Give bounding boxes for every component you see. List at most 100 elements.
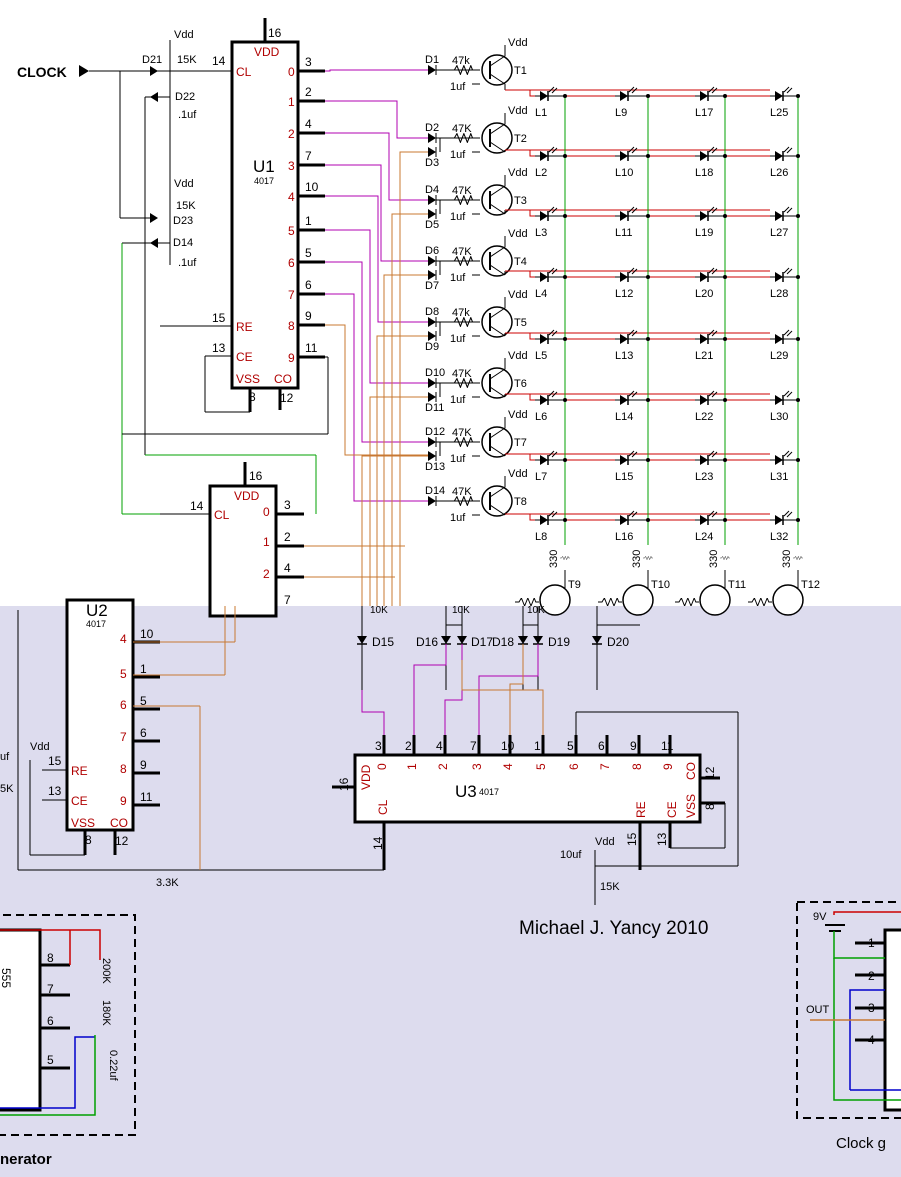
u1-chip: 16 VDD CL 14 U1 4017 RE 15 CE 13 VSS CO … — [122, 18, 329, 514]
svg-text:180K: 180K — [100, 1000, 112, 1026]
u1-output-label: 8 — [288, 319, 295, 333]
row-wire — [376, 335, 428, 606]
row-wire — [325, 229, 428, 384]
u3-output-label: 9 — [661, 763, 675, 770]
led: L1 — [535, 86, 567, 119]
svg-text:U2: U2 — [86, 601, 108, 620]
led-label: L30 — [770, 411, 788, 423]
u1-pin-number: 10 — [305, 180, 319, 194]
svg-text:2: 2 — [284, 530, 291, 544]
diode-label: D16 — [416, 635, 438, 649]
diode-label: D11 — [425, 402, 444, 414]
led: L16 — [615, 510, 650, 543]
u1-part: 4017 — [254, 176, 274, 186]
vdd-label-2: Vdd — [174, 178, 194, 190]
u1-output-label: 6 — [288, 256, 295, 270]
resistor-label: 330 — [708, 550, 720, 568]
u1-pin-number: 6 — [305, 278, 312, 292]
diode-label: D15 — [372, 635, 394, 649]
led: L20 — [695, 267, 727, 300]
u1-output-label: 0 — [288, 65, 295, 79]
svg-text:16: 16 — [249, 469, 263, 483]
svg-text:Clock g: Clock g — [836, 1135, 886, 1152]
svg-text:4017: 4017 — [479, 787, 499, 797]
transistor-symbol — [481, 122, 513, 154]
led: L8 — [535, 510, 567, 543]
svg-text:7: 7 — [284, 593, 291, 607]
svg-text:13: 13 — [212, 341, 226, 355]
svg-text:VDD: VDD — [359, 764, 373, 790]
u2-pin-number: 11 — [140, 790, 153, 804]
led-label: L1 — [535, 107, 547, 119]
transistor-label: T12 — [801, 579, 820, 591]
led: L26 — [770, 146, 800, 179]
svg-text:3: 3 — [868, 1001, 875, 1015]
vdd-label: Vdd — [508, 167, 528, 179]
vdd-label: Vdd — [508, 228, 528, 240]
led: L29 — [770, 329, 800, 362]
led-label: L24 — [695, 531, 713, 543]
led-label: L12 — [615, 288, 633, 300]
u1-pin-number: 11 — [305, 341, 318, 355]
svg-text:Vdd: Vdd — [30, 741, 50, 753]
u1-pin-number: 1 — [305, 214, 312, 228]
resistor-label: 47K — [452, 368, 472, 380]
lower-background — [0, 606, 901, 1177]
led: L18 — [695, 146, 727, 179]
svg-text:VDD: VDD — [254, 45, 280, 59]
led: L23 — [695, 450, 727, 483]
svg-text:CO: CO — [684, 762, 698, 780]
u1-output-label: 1 — [288, 95, 295, 109]
svg-text:15: 15 — [48, 754, 62, 768]
oscillator-left: 555 8 7 6 5 200K 180K 0.22uf nerator — [0, 914, 136, 1168]
u3-pin-number: 2 — [405, 739, 412, 753]
svg-text:4: 4 — [284, 561, 291, 575]
row-wire — [325, 261, 428, 443]
led-label: L18 — [695, 167, 713, 179]
svg-text:nerator: nerator — [0, 1151, 52, 1168]
vdd-label: Vdd — [174, 29, 194, 41]
led-label: L19 — [695, 227, 713, 239]
led-label: L21 — [695, 350, 713, 362]
u3-pin-number: 5 — [567, 739, 574, 753]
led: L3 — [535, 206, 567, 239]
resistor-label: 10K — [527, 605, 545, 616]
u3-pin-number: 10 — [501, 739, 515, 753]
u2-pin-number: 10 — [140, 627, 154, 641]
led: L4 — [535, 267, 567, 300]
svg-text:16: 16 — [337, 777, 351, 791]
oscillator-right: 1 2 3 4 9V OUT Clock g — [796, 901, 901, 1152]
led-label: L9 — [615, 107, 627, 119]
u3-output-label: 6 — [567, 763, 581, 770]
svg-text:9V: 9V — [813, 911, 827, 923]
svg-text:RE: RE — [71, 764, 88, 778]
diode-label: D18 — [492, 635, 514, 649]
led-label: L22 — [695, 411, 713, 423]
row-wire — [391, 213, 428, 606]
diode-label: D5 — [425, 219, 439, 231]
diode-label: D10 — [425, 367, 445, 379]
resistor-label: 47k — [452, 55, 470, 67]
transistor-symbol — [481, 426, 513, 458]
diode-label: D6 — [425, 245, 439, 257]
led: L11 — [615, 206, 650, 239]
svg-text:8: 8 — [249, 390, 256, 404]
led: L25 — [770, 86, 800, 119]
led: L28 — [770, 267, 800, 300]
svg-text:CE: CE — [665, 801, 679, 818]
vdd-label: Vdd — [508, 409, 528, 421]
diode-label: D19 — [548, 635, 570, 649]
u1-output-label: 9 — [288, 351, 295, 365]
svg-text:15K: 15K — [600, 881, 620, 893]
diode-label: D7 — [425, 280, 439, 292]
led-label: L5 — [535, 350, 547, 362]
led-label: L13 — [615, 350, 633, 362]
led-label: L6 — [535, 411, 547, 423]
row-wire — [325, 164, 428, 262]
u1-output-label: 2 — [288, 127, 295, 141]
